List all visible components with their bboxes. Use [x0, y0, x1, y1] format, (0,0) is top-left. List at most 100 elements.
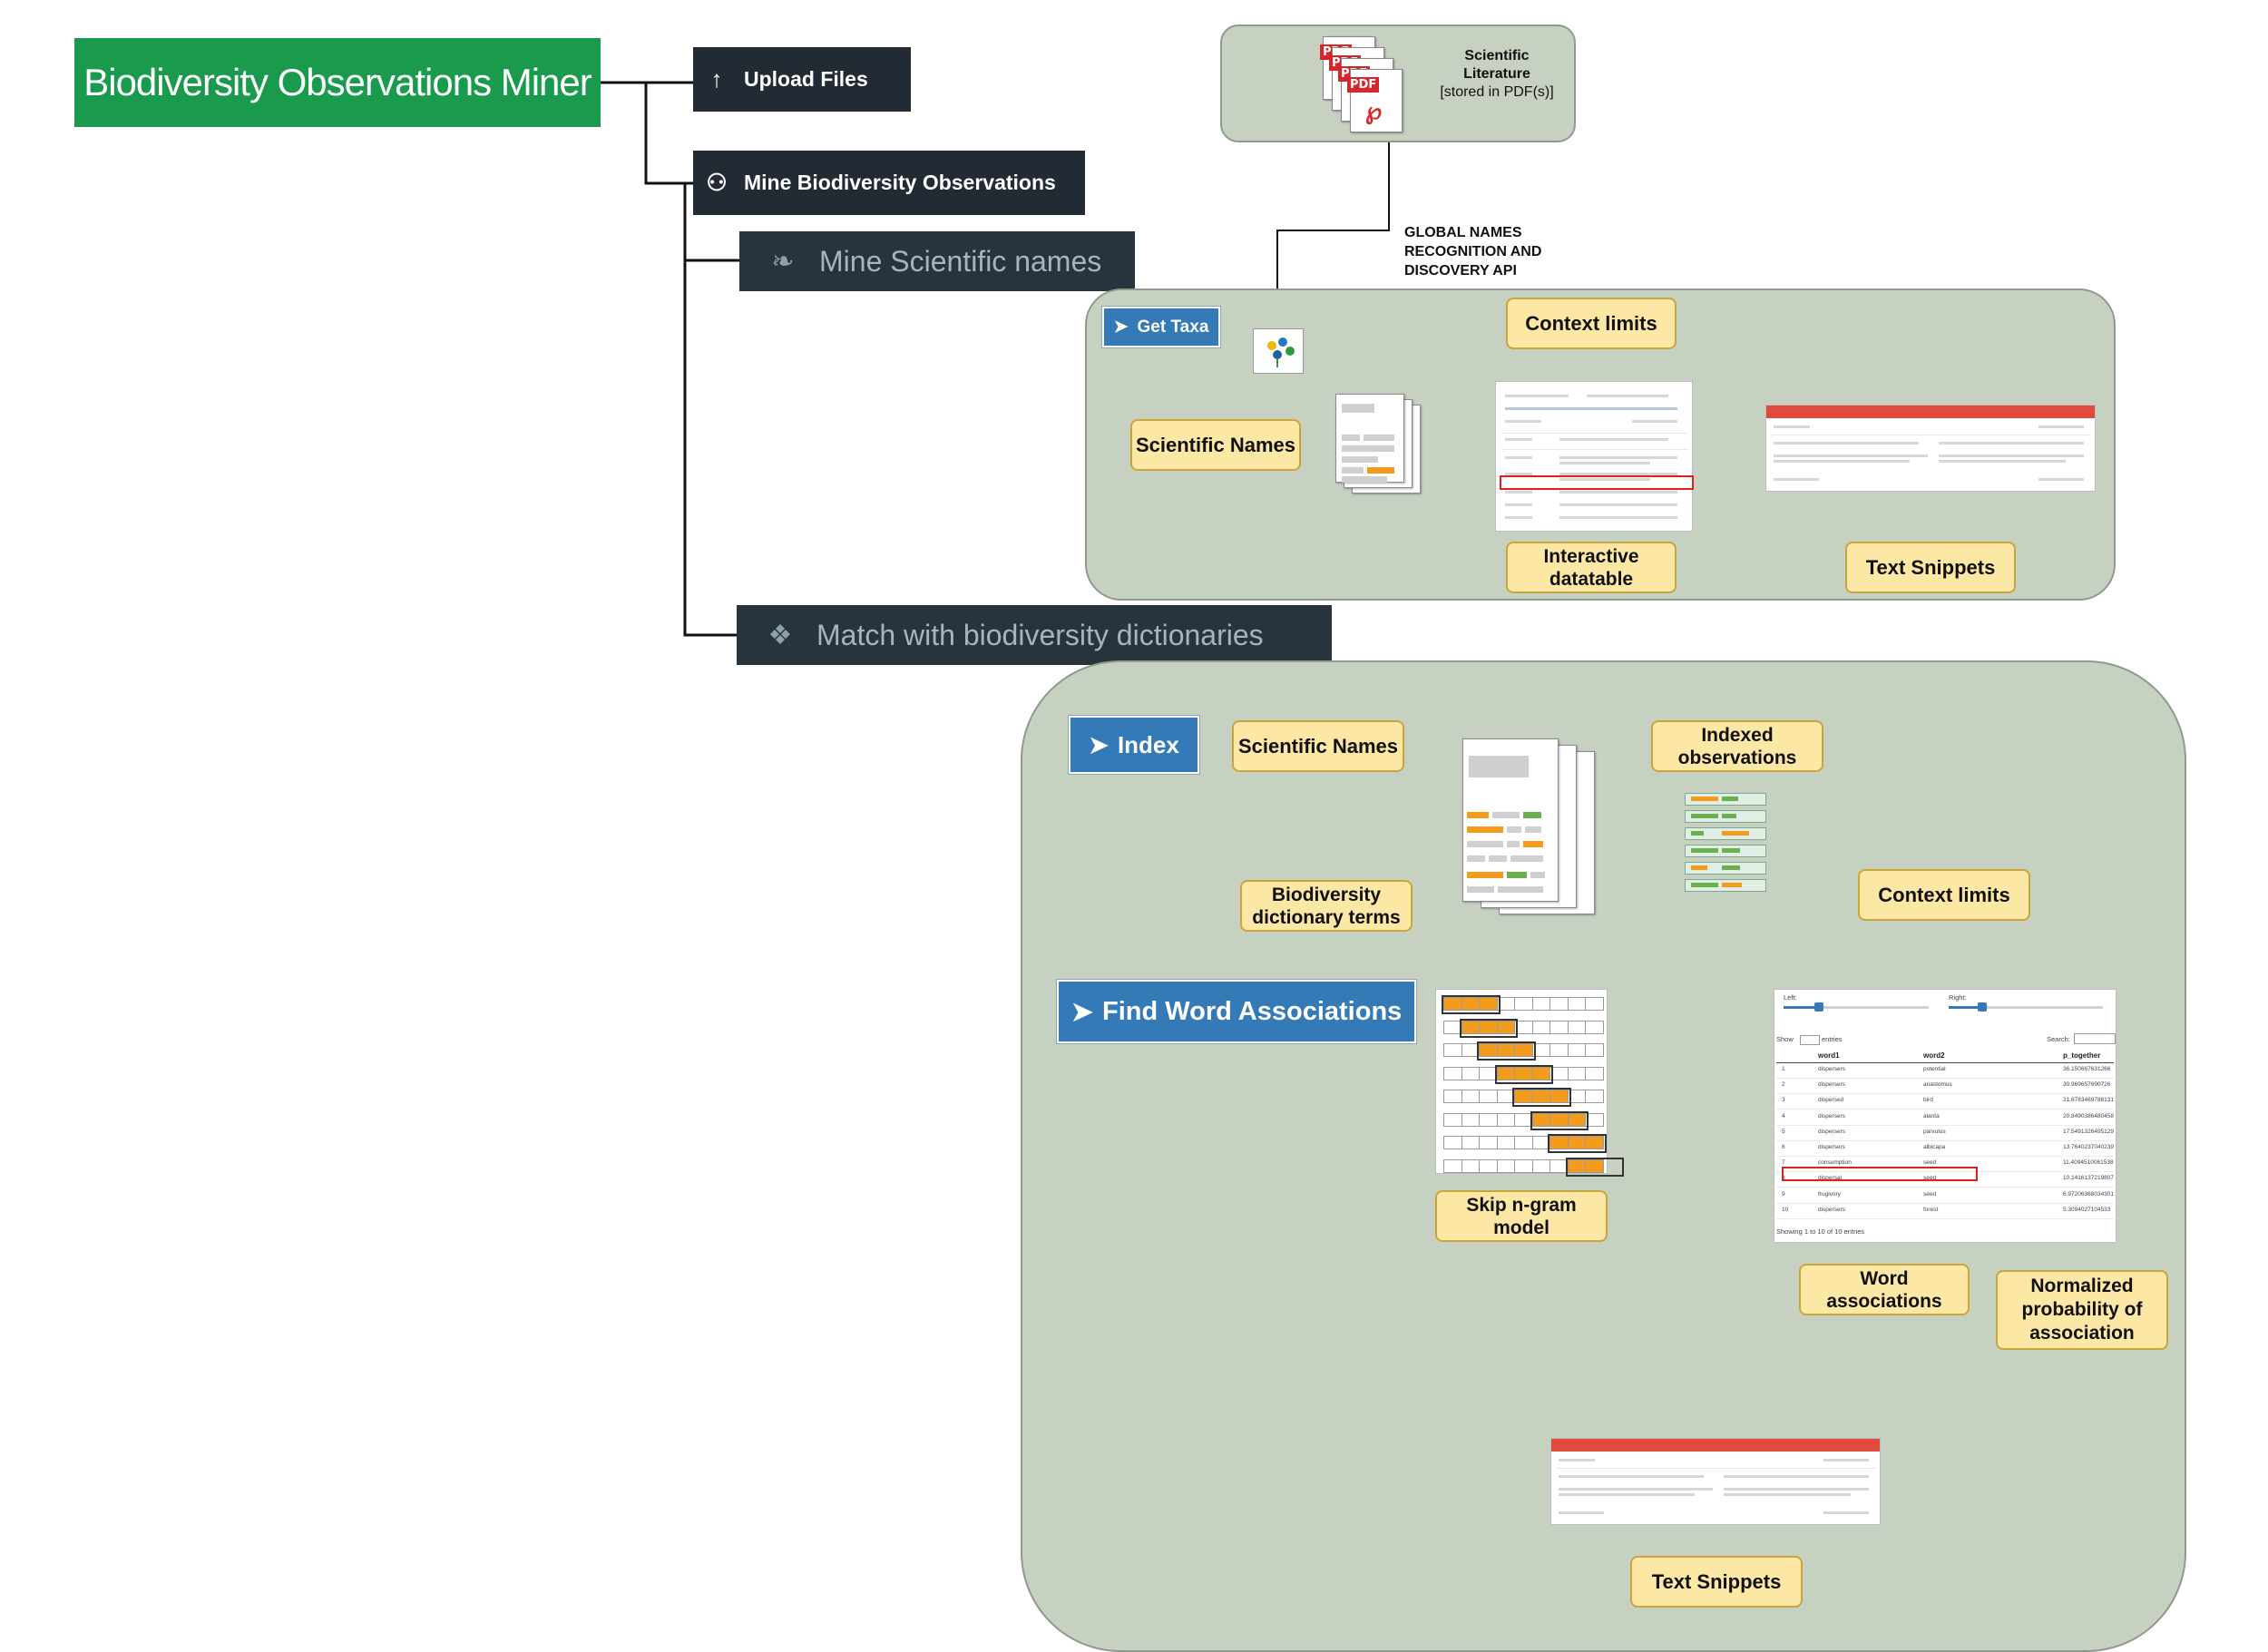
get-taxa-button[interactable]: ➤ Get Taxa: [1102, 307, 1220, 347]
assoc-cell: seed: [1923, 1159, 1937, 1167]
assoc-cell: seed: [1923, 1190, 1937, 1197]
assoc-cell: 7: [1782, 1159, 1785, 1167]
ngram-cell: [1461, 1066, 1481, 1080]
search-label: Search:: [2047, 1035, 2070, 1043]
literature-label: Scientific Literature [stored in PDF(s)]: [1440, 48, 1554, 100]
pdf-stack-icon: PDF PDF PDF PDF℘: [1320, 36, 1422, 136]
mine-scientific-names-button[interactable]: ❧ Mine Scientific names: [739, 231, 1135, 291]
highlighted-row-1: [1500, 475, 1694, 490]
col-p-together[interactable]: p_together: [2063, 1051, 2101, 1060]
cursor-icon: ➤: [1089, 730, 1109, 758]
right-context-slider[interactable]: [1949, 1002, 2103, 1012]
ngram-cell: [1479, 1090, 1498, 1103]
entries-label: entries: [1822, 1035, 1843, 1043]
assoc-cell: 6: [1782, 1144, 1785, 1150]
ngram-window: [1459, 1018, 1518, 1038]
assoc-cell: dispersers: [1818, 1081, 1845, 1089]
scientific-names-label-1: Scientific Names: [1130, 419, 1301, 471]
assoc-cell: 13.7640237040239: [2063, 1144, 2115, 1150]
assoc-cell: 11.4094510061538: [2063, 1159, 2114, 1167]
ngram-cell: [1443, 1158, 1462, 1173]
index-button[interactable]: ➤ Index: [1069, 716, 1199, 774]
ngram-cell: [1567, 1020, 1587, 1034]
assoc-cell: dispersers: [1818, 1066, 1845, 1072]
text-snippets-label-1: Text Snippets: [1845, 542, 2016, 593]
ngram-cell: [1514, 1158, 1533, 1173]
page-size-select[interactable]: [1800, 1035, 1820, 1045]
gnrd-api-icon: [1253, 328, 1304, 374]
assoc-cell: 36.150667631266: [2063, 1066, 2111, 1072]
assoc-cell: 5.3094027104533: [2063, 1206, 2111, 1213]
interactive-datatable-image: [1495, 381, 1694, 532]
assoc-cell: dispersers: [1818, 1128, 1845, 1135]
context-limits-label-1: Context limits: [1506, 298, 1677, 349]
table-footer: Showing 1 to 10 of 10 entries: [1776, 1227, 1865, 1236]
table-row: [1776, 1171, 2114, 1173]
assoc-cell: 21.6783469788131: [2063, 1097, 2115, 1104]
table-row: [1776, 1139, 2114, 1141]
mine-scientific-names-label: Mine Scientific names: [819, 244, 1102, 278]
table-row: [1776, 1156, 2114, 1157]
ngram-cell: [1567, 1066, 1587, 1080]
assoc-cell: bird: [1923, 1097, 1933, 1104]
cursor-icon: ➤: [1113, 318, 1129, 337]
assoc-cell: 10.1416137219807: [2063, 1175, 2115, 1182]
ngram-cell: [1496, 1112, 1516, 1127]
text-snippets-label-2: Text Snippets: [1630, 1556, 1803, 1608]
ngram-cell: [1585, 1136, 1604, 1149]
ngram-cell: [1585, 1043, 1604, 1057]
find-word-associations-button[interactable]: ➤ Find Word Associations: [1057, 980, 1416, 1043]
ngram-cell: [1549, 997, 1569, 1011]
ngram-cell: [1585, 1112, 1604, 1127]
col-word2[interactable]: word2: [1923, 1051, 1945, 1060]
upload-files-button[interactable]: ↑ Upload Files: [693, 47, 911, 112]
text-snippets-image-1: [1765, 405, 2096, 492]
ngram-cell: [1443, 1066, 1462, 1080]
app-title[interactable]: Biodiversity Observations Miner: [74, 38, 601, 127]
search-input[interactable]: [2074, 1033, 2116, 1044]
assoc-cell: seed: [1923, 1175, 1937, 1182]
upload-file-icon: ↑: [710, 65, 723, 93]
mine-observations-label: Mine Biodiversity Observations: [744, 171, 1056, 194]
ngram-cell: [1443, 1112, 1462, 1127]
mine-observations-button[interactable]: ⚇ Mine Biodiversity Observations: [693, 151, 1085, 215]
ngram-cell: [1461, 1136, 1481, 1149]
assoc-cell: 6.97206368034301: [2063, 1190, 2115, 1197]
col-word1[interactable]: word1: [1818, 1051, 1840, 1060]
assoc-cell: 10: [1782, 1206, 1789, 1213]
document-stack-2: [1462, 738, 1598, 920]
ngram-cell: [1461, 1112, 1481, 1127]
assoc-cell: dispersed: [1818, 1097, 1844, 1104]
ngram-window: [1530, 1110, 1589, 1130]
assoc-cell: 30.969657690726: [2063, 1081, 2111, 1089]
left-context-slider[interactable]: [1784, 1002, 1929, 1012]
ngram-cell: [1585, 1090, 1604, 1103]
left-slider-label: Left:: [1784, 993, 1797, 1002]
ngram-cell: [1585, 997, 1604, 1011]
menu-tree-lines: [601, 81, 739, 637]
ngram-cell: [1496, 1158, 1516, 1173]
ngram-cell: [1461, 1090, 1481, 1103]
ngram-window: [1477, 1041, 1536, 1061]
ngram-cell: [1585, 1020, 1604, 1034]
match-dictionaries-button[interactable]: ❖ Match with biodiversity dictionaries: [737, 605, 1332, 665]
ngram-cell: [1531, 997, 1551, 1011]
assoc-cell: 20.8490386480458: [2063, 1112, 2115, 1119]
ngram-cell: [1585, 1066, 1604, 1080]
assoc-cell: frugivory: [1818, 1190, 1841, 1197]
ngram-cell: [1479, 1112, 1498, 1127]
ngram-window: [1442, 995, 1501, 1014]
indexed-observations-icon: [1685, 793, 1768, 894]
ngram-cell: [1567, 1043, 1587, 1057]
assoc-cell: alanta: [1923, 1112, 1940, 1119]
assoc-cell: potential: [1923, 1066, 1946, 1072]
ngram-cell: [1461, 1158, 1481, 1173]
ngram-window: [1565, 1157, 1624, 1177]
assoc-cell: 4: [1782, 1112, 1785, 1119]
show-label: Show: [1776, 1035, 1794, 1043]
table-row: [1776, 1093, 2114, 1095]
assoc-cell: albicapa: [1923, 1144, 1946, 1150]
